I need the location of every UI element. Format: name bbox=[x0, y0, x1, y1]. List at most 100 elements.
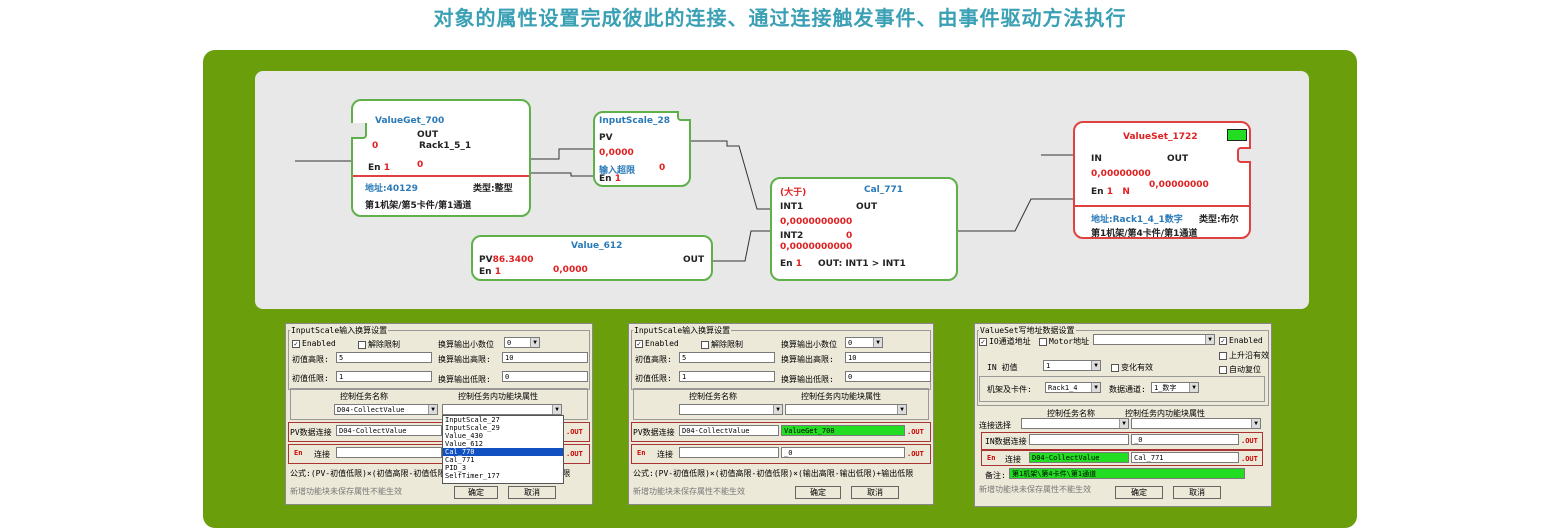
node-value612-pv-val: 86.3400 bbox=[492, 255, 534, 265]
node-cal[interactable]: (大于) Cal_771 INT1 OUT 0,0000000000 INT2 … bbox=[770, 177, 958, 281]
dlg2-pv-attr-input[interactable]: ValueGet_700 bbox=[781, 425, 905, 436]
dlg3-task-attr-label: 控制任务内功能块属性 bbox=[1125, 409, 1205, 418]
node-inputscale[interactable]: InputScale_28 PV 0,0000 输入超限 0 En 1 bbox=[593, 111, 691, 187]
node-value612-out: OUT bbox=[683, 255, 705, 265]
node-inputscale-en-val: 1 bbox=[614, 174, 621, 184]
dlg2-note: 新增功能块未保存属性不能生效 bbox=[633, 487, 745, 496]
dlg2-ok-button[interactable]: 确定 bbox=[795, 486, 841, 499]
dlg3-rack-card-select[interactable]: Rack1_4▼ bbox=[1045, 382, 1101, 393]
dlg2-en-out-suffix: .OUT bbox=[907, 450, 924, 458]
dlg1-out-high-input[interactable]: 10 bbox=[502, 352, 588, 363]
node-valueget-type: 类型:整型 bbox=[473, 184, 513, 194]
dlg2-en-attr-input[interactable]: _0 bbox=[781, 447, 905, 458]
dlg1-attr-list-item[interactable]: Value_612 bbox=[445, 440, 483, 448]
dlg3-in-attr-input[interactable]: _0 bbox=[1131, 434, 1239, 445]
dlg3-remark-input[interactable]: 第1机架\第4卡件\第1通道 bbox=[1009, 468, 1245, 479]
dlg3-auto-reset-checkbox[interactable]: 自动复位 bbox=[1219, 364, 1261, 375]
dlg3-change-valid-checkbox[interactable]: 变化有效 bbox=[1111, 362, 1153, 373]
dlg2-out-decimals-select[interactable]: 0▼ bbox=[845, 337, 883, 348]
node-cal-op: (大于) bbox=[780, 188, 807, 198]
dlg2-out-low-input[interactable]: 0 bbox=[845, 371, 931, 382]
node-cal-int2-val: 0,0000000000 bbox=[780, 242, 853, 252]
dlg1-out-decimals-select[interactable]: 0▼ bbox=[504, 337, 540, 348]
dlg1-out-low-input[interactable]: 0 bbox=[502, 371, 588, 382]
node-valueget-path: 第1机架/第5卡件/第1通道 bbox=[365, 201, 472, 211]
node-inputscale-title: InputScale_28 bbox=[599, 116, 671, 126]
dlg3-ok-button[interactable]: 确定 bbox=[1115, 486, 1163, 499]
dlg1-cancel-button[interactable]: 取消 bbox=[508, 486, 556, 499]
dlg1-init-low-input[interactable]: 1 bbox=[336, 371, 432, 382]
node-valueset-type: 类型:布尔 bbox=[1199, 215, 1239, 225]
dlg1-task-attr-label: 控制任务内功能块属性 bbox=[458, 392, 538, 401]
node-valueset-out: OUT bbox=[1167, 154, 1189, 164]
node-value612[interactable]: Value_612 PV86.3400 OUT En 1 0,0000 bbox=[471, 235, 713, 281]
dlg2-task-name-label: 控制任务名称 bbox=[689, 392, 737, 401]
node-value612-en-val: 1 bbox=[494, 267, 501, 277]
node-valueget-en-val: 1 bbox=[383, 163, 390, 173]
dlg2-formula: 公式:(PV-初值低限)×(初值高限-初值低限)×(输出高限-输出低限)+输出低… bbox=[633, 469, 914, 478]
dlg2-pv-conn-input[interactable]: D04-CollectValue bbox=[679, 425, 779, 436]
node-valueset-en-val: 1 bbox=[1106, 187, 1113, 197]
dlg3-task-name-select[interactable]: ▼ bbox=[1021, 418, 1129, 429]
node-cal-out: OUT bbox=[856, 202, 878, 212]
dlg1-attr-list-item[interactable]: InputScale_29 bbox=[445, 424, 500, 432]
dlg1-en-out-suffix: .OUT bbox=[566, 450, 583, 458]
dlg1-init-high-input[interactable]: 5 bbox=[336, 352, 432, 363]
node-cal-int2-flag: 0 bbox=[846, 231, 853, 241]
dlg3-io-init-select[interactable]: 1▼ bbox=[1043, 360, 1101, 371]
dlg2-init-low-input[interactable]: 1 bbox=[679, 371, 775, 382]
dlg2-en-conn-input[interactable] bbox=[679, 447, 779, 458]
dlg3-rack-card-label: 机架及卡件: bbox=[987, 385, 1032, 394]
node-valueset-path: 第1机架/第4卡件/第1通道 bbox=[1091, 229, 1198, 239]
dlg1-attr-list-item[interactable]: InputScale_27 bbox=[445, 416, 500, 424]
node-inputscale-pv: PV bbox=[599, 133, 613, 143]
dlg1-conn-label: 连接 bbox=[314, 450, 330, 459]
dlg3-rising-checkbox[interactable]: 上升沿有效 bbox=[1219, 350, 1269, 361]
wire-cal-valueset bbox=[958, 198, 1075, 232]
dlg1-en-conn-input[interactable] bbox=[336, 447, 442, 458]
dlg1-task-name-label: 控制任务名称 bbox=[340, 392, 388, 401]
dlg2-out-high-label: 换算输出高限: bbox=[781, 355, 834, 364]
node-inputscale-en: En bbox=[599, 174, 612, 184]
dlg1-task-name-select[interactable]: D04-CollectValue▼ bbox=[334, 404, 438, 415]
dlg1-enabled-checkbox[interactable]: ✓Enabled bbox=[292, 339, 336, 348]
dlg2-out-low-label: 换算输出低限: bbox=[781, 375, 834, 384]
dlg3-conn-label: 连接 bbox=[1005, 455, 1021, 464]
dlg1-out-decimals-label: 换算输出小数位 bbox=[438, 340, 494, 349]
dlg3-task-attr-select[interactable]: ▼ bbox=[1131, 418, 1261, 429]
dlg2-conn-label: 连接 bbox=[657, 450, 673, 459]
node-inputscale-over: 输入超限 bbox=[599, 166, 636, 176]
dlg3-cancel-button[interactable]: 取消 bbox=[1173, 486, 1221, 499]
dlg2-task-name-select[interactable]: ▼ bbox=[679, 404, 783, 415]
dlg2-cancel-button[interactable]: 取消 bbox=[851, 486, 899, 499]
dlg3-in-conn-input[interactable] bbox=[1029, 434, 1129, 445]
dlg1-attr-list-item[interactable]: SelfTimer_177 bbox=[445, 472, 500, 480]
dlg3-data-ch-label: 数据通道: bbox=[1109, 385, 1146, 394]
dlg1-attr-list-item[interactable]: Value_430 bbox=[445, 432, 483, 440]
dlg2-remove-limit-checkbox[interactable]: 解除限制 bbox=[701, 339, 743, 350]
dlg1-attr-list-item[interactable]: Cal_771 bbox=[445, 456, 475, 464]
node-valueget-v0: 0 bbox=[372, 141, 379, 151]
dlg1-attr-list-item[interactable]: PID_3 bbox=[445, 464, 467, 472]
dlg3-io-addr-checkbox[interactable]: ✓IO通道地址 bbox=[979, 337, 1031, 346]
dlg3-remark-label: 备注: bbox=[985, 471, 1006, 480]
dlg3-en-conn-input[interactable]: D04-CollectValue bbox=[1029, 452, 1129, 463]
dlg3-motor-addr-checkbox[interactable]: Motor地址 bbox=[1039, 336, 1089, 347]
dlg1-init-high-label: 初值高限: bbox=[292, 355, 329, 364]
dlg3-motor-addr-select[interactable]: ▼ bbox=[1093, 334, 1215, 345]
dlg1-task-attr-select[interactable]: ▼ bbox=[442, 404, 562, 415]
dlg2-enabled-checkbox[interactable]: ✓Enabled bbox=[635, 339, 679, 348]
dlg3-data-ch-select[interactable]: 1_数字▼ bbox=[1151, 382, 1199, 393]
node-valueset[interactable]: ValueSet_1722 IN OUT 0,00000000 0,000000… bbox=[1073, 121, 1251, 239]
dlg1-attr-list-item[interactable]: Cal_770 bbox=[443, 448, 563, 456]
dlg2-task-attr-select[interactable]: ▼ bbox=[785, 404, 907, 415]
dlg2-out-high-input[interactable]: 10 bbox=[845, 352, 931, 363]
dlg1-ok-button[interactable]: 确定 bbox=[454, 486, 498, 499]
dlg2-init-high-input[interactable]: 5 bbox=[679, 352, 775, 363]
dlg1-remove-limit-checkbox[interactable]: 解除限制 bbox=[358, 339, 400, 350]
dlg3-en-attr-input[interactable]: Cal_771 bbox=[1131, 452, 1239, 463]
dlg3-enabled-checkbox[interactable]: ✓Enabled bbox=[1219, 336, 1263, 345]
node-valueget[interactable]: ValueGet_700 OUT 0 Rack1_5_1 En 1 0 地址:4… bbox=[351, 99, 531, 217]
dlg1-pv-conn-input[interactable]: D04-CollectValue bbox=[336, 425, 442, 436]
